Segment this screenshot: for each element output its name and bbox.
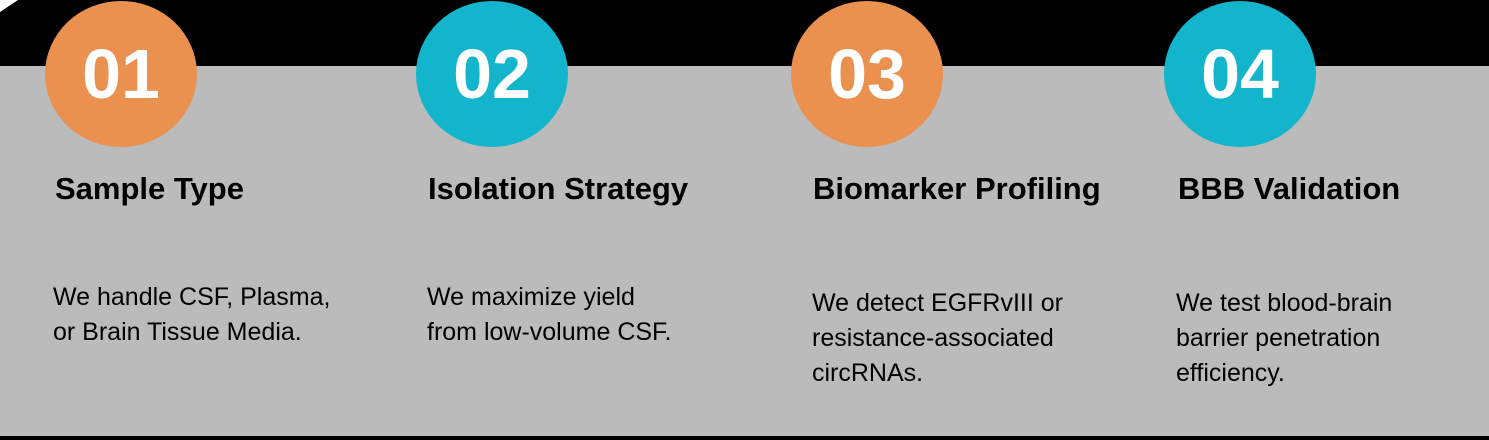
step-1-number: 01 [82,35,160,113]
step-4-title: BBB Validation [1178,171,1401,206]
bottom-bar [0,436,1489,440]
step-3-description: We detect EGFRvIII or resistance-associa… [812,289,1064,387]
step-4-number-badge: 04 [1164,1,1316,147]
step-1-description: We handle CSF, Plasma, or Brain Tissue M… [53,283,331,346]
step-3-title: Biomarker Profiling [813,171,1101,206]
step-2-description: We maximize yield from low-volume CSF. [427,283,672,346]
step-2-title: Isolation Strategy [428,171,689,206]
step-2-number: 02 [453,35,531,113]
step-1-title: Sample Type [55,171,244,206]
step-3-number-badge: 03 [791,1,943,147]
step-1-number-badge: 01 [45,1,197,147]
step-2-number-badge: 02 [416,1,568,147]
step-4-description: We test blood-brain barrier penetration … [1176,289,1393,387]
step-4-number: 04 [1201,35,1279,113]
step-3-number: 03 [828,35,906,113]
